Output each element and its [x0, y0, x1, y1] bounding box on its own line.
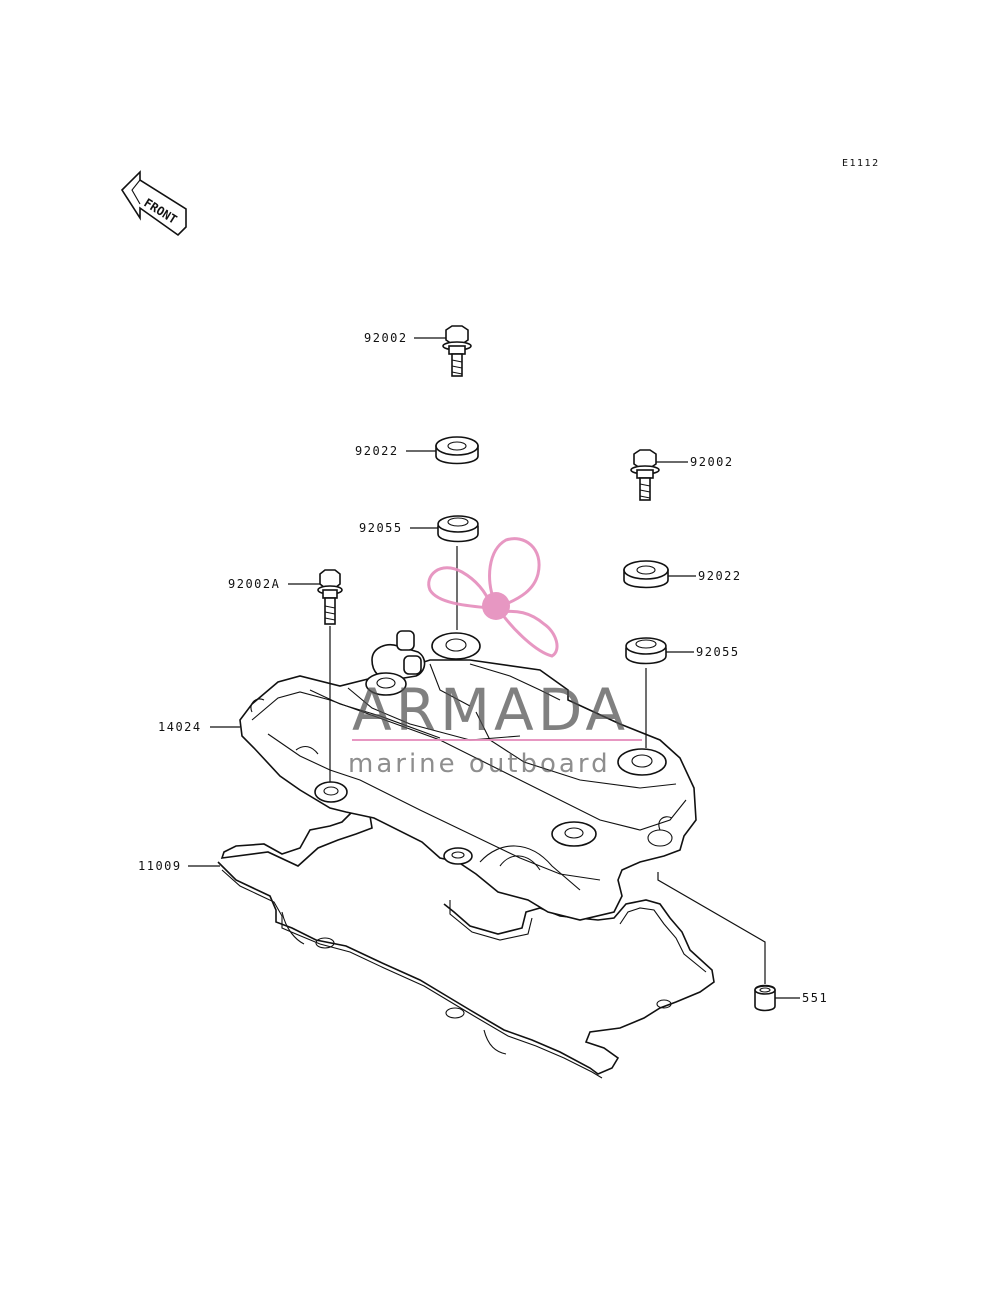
leader-lines: [188, 337, 800, 999]
label-grommet-right: 92055: [696, 645, 740, 659]
watermark-brand: ARMADA: [352, 676, 629, 744]
label-washer-top: 92022: [355, 444, 399, 458]
grommet-top-part: [437, 515, 479, 543]
front-arrow-icon: FRONT: [120, 170, 187, 237]
assembly-lines: [329, 546, 766, 984]
cylinder-head-cover-part: [239, 630, 697, 921]
bolt-top-part: [442, 325, 472, 377]
label-grommet-top: 92055: [359, 521, 403, 535]
label-gasket: 11009: [138, 859, 182, 873]
propeller-logo-icon: [352, 537, 642, 741]
bolt-right-part: [630, 449, 660, 501]
label-dowel: 551: [802, 991, 828, 1005]
label-bolt-right: 92002: [690, 455, 734, 469]
washer-top-part: [435, 436, 479, 465]
grommet-right-part: [625, 637, 667, 665]
label-bolt-left: 92002A: [228, 577, 280, 591]
diagram-code: E1112: [842, 158, 880, 169]
armada-watermark: ARMADA marine outboard: [348, 537, 642, 779]
watermark-tagline: marine outboard: [348, 749, 611, 779]
label-washer-right: 92022: [698, 569, 742, 583]
dowel-pin-part: [754, 984, 776, 1012]
label-bolt-top: 92002: [364, 331, 408, 345]
washer-right-part: [623, 560, 669, 589]
label-cover: 14024: [158, 720, 202, 734]
part-labels: 92002 92022 92055 92002 92022 92055 9200…: [138, 331, 828, 1005]
bolt-left-part: [317, 569, 343, 625]
